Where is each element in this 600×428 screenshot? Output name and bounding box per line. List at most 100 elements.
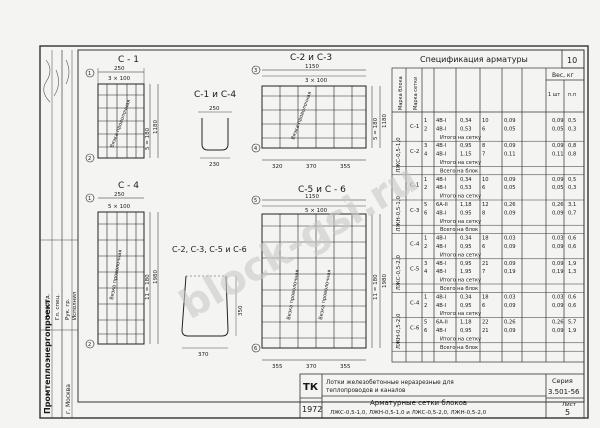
- spec-pos: 3: [424, 143, 427, 149]
- spec-len: 0,95: [460, 244, 472, 250]
- spec-weight-each: 0,05: [552, 126, 564, 132]
- dim-c4-top: 250: [114, 192, 125, 198]
- spec-subtotal-label: Итого на сетку: [440, 336, 481, 342]
- spec-unit-weight: 0,09: [504, 143, 516, 149]
- spec-unit-weight: 0,09: [504, 177, 516, 183]
- spec-dia: 4В-I: [436, 177, 447, 183]
- series-value: 3.501-56: [548, 388, 580, 396]
- spec-count: 8: [482, 210, 485, 216]
- spec-dia: 4В-I: [436, 269, 447, 275]
- spec-count: 7: [482, 269, 485, 275]
- mesh-c2c3: [251, 65, 381, 161]
- spec-pos: 5: [424, 202, 427, 208]
- dim-c4-pitch: 5 × 100: [108, 204, 131, 210]
- pos-c1-1: 1: [88, 71, 91, 77]
- spec-weight-each: 0,03: [552, 236, 564, 242]
- spec-dia: 4В-I: [436, 244, 447, 250]
- spec-len: 0,53: [460, 185, 472, 191]
- spec-block-name: ЛЖН-0,5-1,0: [396, 195, 402, 231]
- label-c1c4: С-1 и С-4: [194, 90, 236, 100]
- weight-sub-1: 1 шт: [548, 92, 560, 98]
- dim-c56-b1: 355: [272, 364, 283, 370]
- spec-mark: С-5: [410, 267, 420, 273]
- dim-c1-full: 1180: [153, 120, 159, 134]
- title-desc-1: Лотки железобетонные неразрезные для: [326, 380, 454, 386]
- spec-dia: 4В-I: [436, 294, 447, 300]
- spec-pos: 5: [424, 320, 427, 326]
- weight-header: Вес, кг: [552, 72, 574, 79]
- spec-dia: 4В-I: [436, 261, 447, 267]
- spec-weight-total: 0,6: [568, 244, 576, 250]
- spec-mark: С-1: [410, 124, 419, 130]
- spec-unit-weight: 0,09: [504, 303, 516, 309]
- spec-total-label: Всего на блок: [440, 168, 478, 174]
- spec-dia: 4В-I: [436, 236, 447, 242]
- spec-weight-total: 1,9: [568, 261, 576, 267]
- left-role-1: Нач. отд.: [45, 293, 51, 320]
- spec-subtotal-label: Итого на сетку: [440, 311, 481, 317]
- pos-c4-2: 2: [88, 342, 91, 348]
- spec-block-name: ЛЖС-0,5-1,0: [396, 137, 402, 173]
- spec-weight-each: 0,09: [552, 303, 564, 309]
- spec-weight-total: 0,8: [568, 152, 576, 158]
- spec-weight-each: 0,11: [552, 152, 564, 158]
- spec-block-name: ЛЖН-0,5-2,0: [396, 313, 402, 349]
- spec-weight-each: 0,09: [552, 328, 564, 334]
- title-year: 1972: [302, 405, 322, 414]
- spec-mark: С-4: [410, 241, 420, 247]
- dim-c23-top: 1150: [305, 64, 319, 70]
- spec-pos: 6: [424, 328, 427, 334]
- spec-len: 0,34: [460, 177, 472, 183]
- spec-total-label: Всего на блок: [440, 345, 478, 351]
- label-c2c3: С-2 и С-3: [290, 53, 332, 63]
- left-stamp-strip: Промтеплоэнергопроект г. Москва Нач. отд…: [40, 50, 78, 418]
- label-c1: С - 1: [118, 55, 139, 65]
- spec-count: 6: [482, 185, 485, 191]
- spec-weight-each: 0,09: [552, 143, 564, 149]
- spec-weight-each: 0,26: [552, 202, 564, 208]
- spec-mark: С-6: [410, 325, 420, 331]
- spec-mark: С-4: [410, 300, 420, 306]
- spec-unit-weight: 0,05: [504, 185, 516, 191]
- spec-pos: 1: [424, 236, 427, 242]
- spec-len: 0,95: [460, 210, 472, 216]
- spec-len: 0,95: [460, 303, 472, 309]
- section-c1c4: [198, 111, 232, 159]
- spec-weight-total: 0,3: [568, 185, 576, 191]
- pos-c56-6: 6: [254, 346, 257, 352]
- spec-pos: 2: [424, 126, 427, 132]
- spec-count: 22: [482, 320, 489, 326]
- spec-weight-each: 0,05: [552, 185, 564, 191]
- spec-len: 0,34: [460, 236, 472, 242]
- dim-c23-pitch: 3 × 100: [305, 78, 328, 84]
- spec-unit-weight: 0,09: [504, 210, 516, 216]
- spec-weight-each: 0,09: [552, 210, 564, 216]
- spec-dia: 4В-I: [436, 303, 447, 309]
- spec-subtotal-label: Итого на сетку: [440, 194, 481, 200]
- spec-total-label: Всего на блок: [440, 227, 478, 233]
- spec-dia: 4В-I: [436, 185, 447, 191]
- row-header-block: Марка блока: [398, 76, 404, 110]
- label-c2356: С-2, С-3, С-5 и С-6: [172, 245, 247, 254]
- spec-weight-total: 0,5: [568, 177, 576, 183]
- spec-mark: С-1: [410, 183, 419, 189]
- spec-subtotal-label: Итого на сетку: [440, 252, 481, 258]
- spec-weight-total: 5,7: [568, 320, 576, 326]
- spec-weight-each: 0,09: [552, 244, 564, 250]
- spec-dia: 4В-I: [436, 118, 447, 124]
- label-c5c6: С-5 и С - 6: [298, 185, 346, 195]
- title-code: ТК: [303, 382, 319, 393]
- spec-dia: 4В-I: [436, 143, 447, 149]
- spec-len: 1,95: [460, 269, 472, 275]
- spec-weight-total: 1,9: [568, 328, 576, 334]
- pos-c1-2: 2: [88, 156, 91, 162]
- spec-dia: 4В-I: [436, 328, 447, 334]
- spec-weight-total: 1,3: [568, 269, 576, 275]
- spec-len: 1,18: [460, 202, 472, 208]
- dim-c23-full: 1180: [382, 114, 388, 128]
- spec-unit-weight: 0,09: [504, 244, 516, 250]
- sheet-label: Лист: [562, 402, 577, 408]
- spec-weight-each: 0,09: [552, 261, 564, 267]
- left-role-2: Гл. спец.: [55, 294, 61, 320]
- title-desc-2: теплопроводов и каналов: [326, 388, 406, 394]
